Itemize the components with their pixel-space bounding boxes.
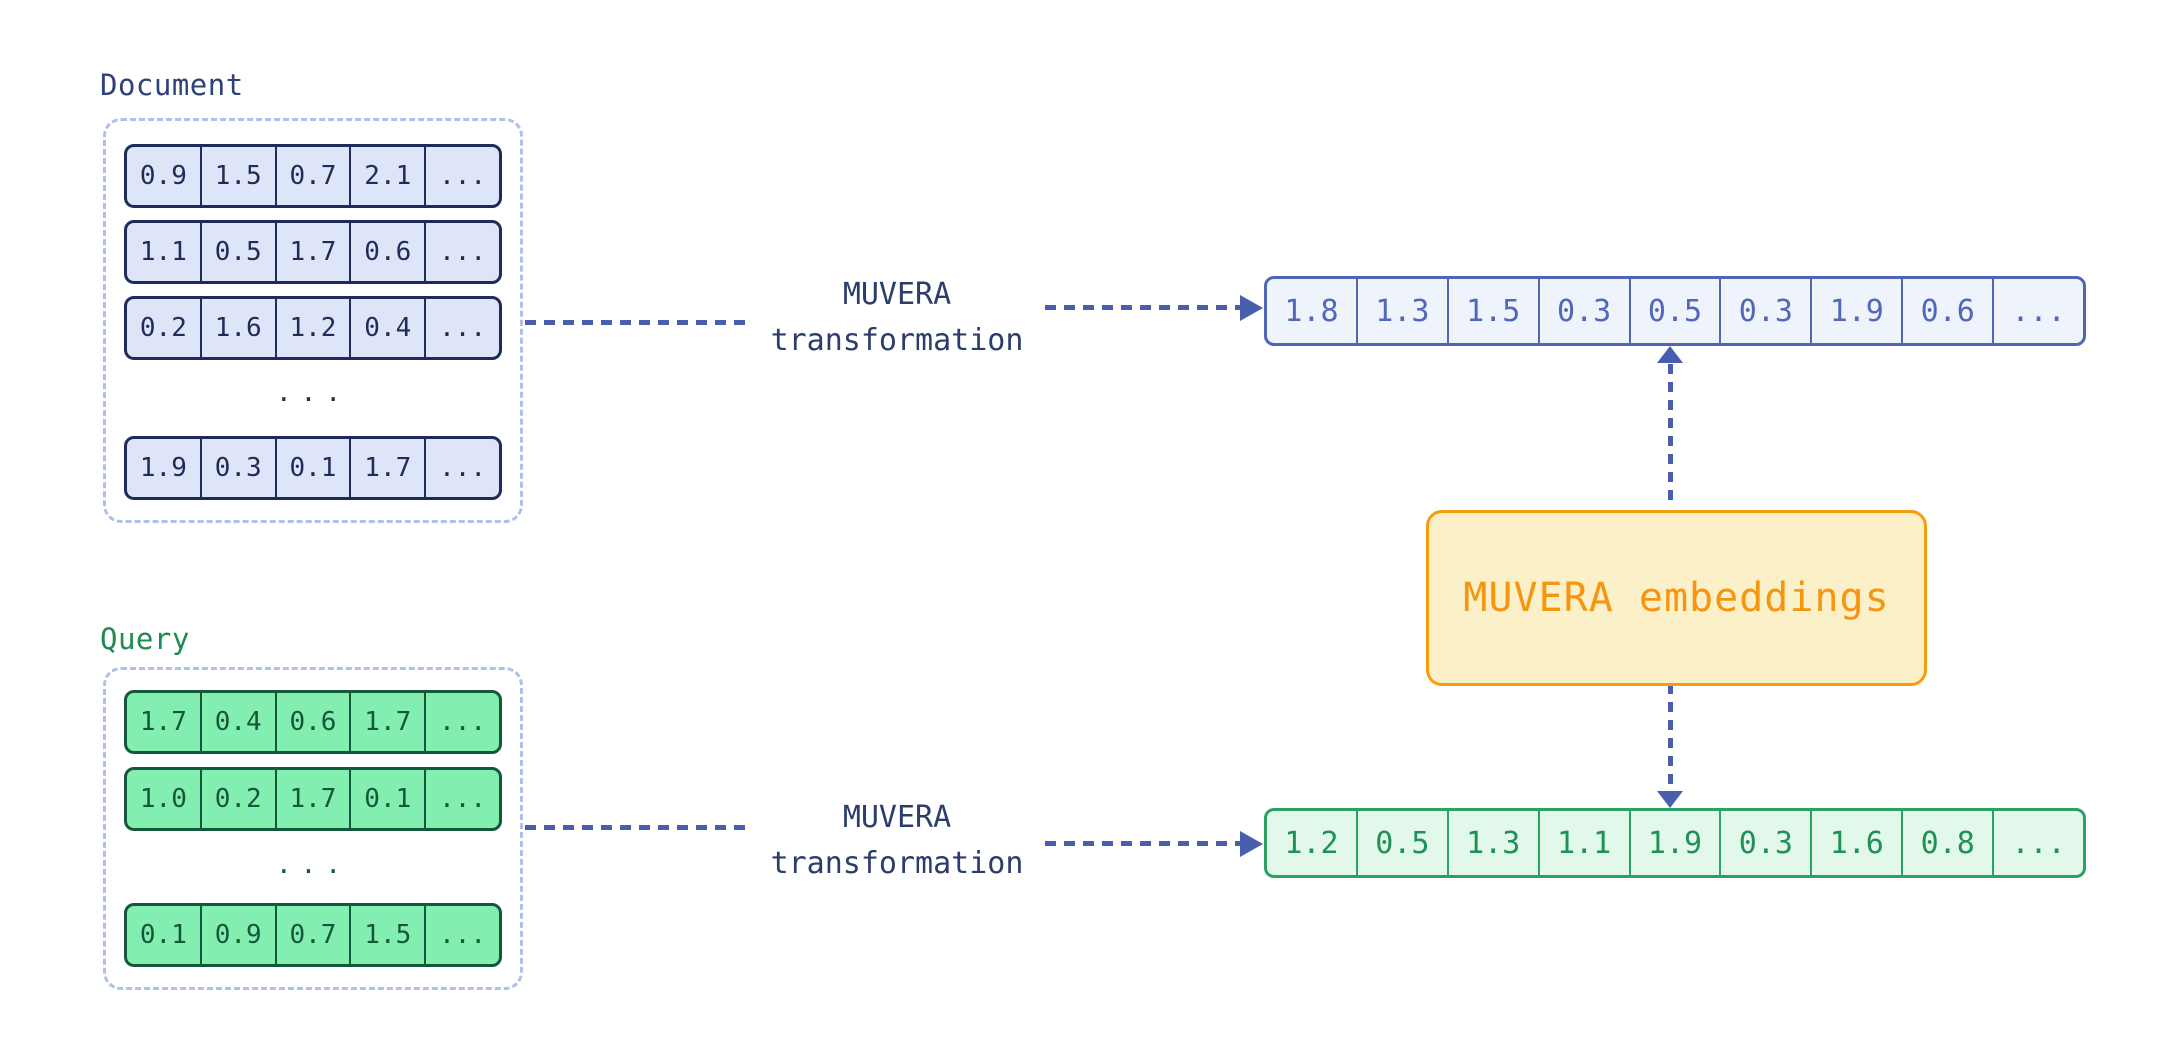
query-vector-row-1: 1.7 0.4 0.6 1.7 ...: [124, 690, 502, 754]
vector-cell: 0.1: [349, 770, 424, 828]
vector-cell: 0.4: [349, 299, 424, 357]
vector-cell: 0.9: [199, 906, 275, 964]
vector-cell: ...: [424, 439, 499, 497]
vector-cell: 1.1: [139, 237, 187, 267]
vector-cell: ...: [424, 770, 499, 828]
document-label: Document: [100, 68, 244, 102]
document-multivector-container: [103, 118, 523, 523]
transformation-line-2: transformation: [770, 846, 1024, 881]
embedding-cell: ...: [1992, 279, 2083, 343]
embedding-cell: 1.2: [1284, 825, 1339, 861]
embedding-cell: 0.8: [1901, 811, 1992, 875]
embedding-cell: 1.8: [1284, 293, 1339, 329]
vector-cell: 1.0: [139, 784, 187, 814]
vector-cell: 0.7: [274, 906, 350, 964]
dashed-connector-query-to-transform: [525, 825, 745, 830]
dashed-connector-transform-to-document-embedding: [1045, 305, 1241, 310]
query-vector-row-3: 0.1 0.9 0.7 1.5 ...: [124, 903, 502, 967]
embedding-cell: 0.3: [1719, 811, 1810, 875]
muvera-transformation-label-document: MUVERA transformation: [697, 272, 1097, 364]
document-vector-row-2: 1.1 0.5 1.7 0.6 ...: [124, 220, 502, 284]
embedding-cell: ...: [1992, 811, 2083, 875]
embedding-cell: 0.3: [1719, 279, 1810, 343]
vector-cell: 0.2: [139, 313, 187, 343]
document-vector-row-4: 1.9 0.3 0.1 1.7 ...: [124, 436, 502, 500]
query-multivector-container: [103, 667, 523, 990]
embedding-cell: 1.9: [1810, 279, 1901, 343]
vector-cell: 1.7: [349, 439, 424, 497]
document-rows-ellipsis: ...: [276, 378, 350, 408]
vector-cell: 1.5: [349, 906, 424, 964]
document-vector-row-1: 0.9 1.5 0.7 2.1 ...: [124, 144, 502, 208]
arrowhead-right-icon: [1240, 295, 1263, 321]
dashed-connector-document-to-transform: [525, 320, 745, 325]
dashed-connector-transform-to-query-embedding: [1045, 841, 1241, 846]
query-label: Query: [100, 622, 190, 656]
vector-cell: 0.5: [199, 223, 275, 281]
vector-cell: ...: [424, 906, 499, 964]
vector-cell: ...: [424, 223, 499, 281]
vector-cell: 0.2: [199, 770, 275, 828]
vector-cell: 2.1: [349, 147, 424, 205]
query-embedding-vector: 1.2 0.5 1.3 1.1 1.9 0.3 1.6 0.8 ...: [1264, 808, 2086, 878]
embedding-cell: 1.1: [1537, 811, 1629, 875]
query-vector-row-2: 1.0 0.2 1.7 0.1 ...: [124, 767, 502, 831]
transformation-line-2: transformation: [770, 323, 1024, 358]
vector-cell: 0.6: [274, 693, 350, 751]
vector-cell: 1.9: [139, 453, 187, 483]
vector-cell: 1.7: [274, 770, 350, 828]
embedding-cell: 0.5: [1628, 279, 1720, 343]
transformation-line-1: MUVERA: [842, 277, 952, 312]
embedding-cell: 1.3: [1355, 279, 1447, 343]
embedding-cell: 1.3: [1446, 811, 1538, 875]
arrowhead-right-icon: [1240, 831, 1263, 857]
dashed-connector-embeddings-to-query-embedding: [1668, 684, 1673, 790]
vector-cell: 1.7: [274, 223, 350, 281]
embedding-cell: 0.3: [1537, 279, 1629, 343]
query-rows-ellipsis: ...: [276, 850, 350, 880]
muvera-embeddings-box: MUVERA embeddings: [1426, 510, 1927, 686]
vector-cell: ...: [424, 147, 499, 205]
vector-cell: 0.1: [274, 439, 350, 497]
vector-cell: 0.7: [274, 147, 350, 205]
vector-cell: 0.1: [139, 920, 187, 950]
vector-cell: 1.5: [199, 147, 275, 205]
embedding-cell: 1.5: [1446, 279, 1538, 343]
arrowhead-down-icon: [1657, 791, 1683, 808]
vector-cell: 1.7: [139, 707, 187, 737]
vector-cell: ...: [424, 299, 499, 357]
document-vector-row-3: 0.2 1.6 1.2 0.4 ...: [124, 296, 502, 360]
vector-cell: 0.9: [139, 161, 187, 191]
vector-cell: 0.4: [199, 693, 275, 751]
dashed-connector-embeddings-to-document-embedding: [1668, 364, 1673, 508]
document-embedding-vector: 1.8 1.3 1.5 0.3 0.5 0.3 1.9 0.6 ...: [1264, 276, 2086, 346]
muvera-transformation-label-query: MUVERA transformation: [697, 795, 1097, 887]
embedding-cell: 1.9: [1628, 811, 1720, 875]
vector-cell: 1.2: [274, 299, 350, 357]
vector-cell: 1.6: [199, 299, 275, 357]
vector-cell: 1.7: [349, 693, 424, 751]
arrowhead-up-icon: [1657, 346, 1683, 363]
muvera-embeddings-label: MUVERA embeddings: [1463, 575, 1890, 621]
transformation-line-1: MUVERA: [842, 800, 952, 835]
vector-cell: 0.6: [349, 223, 424, 281]
vector-cell: ...: [424, 693, 499, 751]
embedding-cell: 1.6: [1810, 811, 1901, 875]
embedding-cell: 0.5: [1355, 811, 1447, 875]
embedding-cell: 0.6: [1901, 279, 1992, 343]
vector-cell: 0.3: [199, 439, 275, 497]
